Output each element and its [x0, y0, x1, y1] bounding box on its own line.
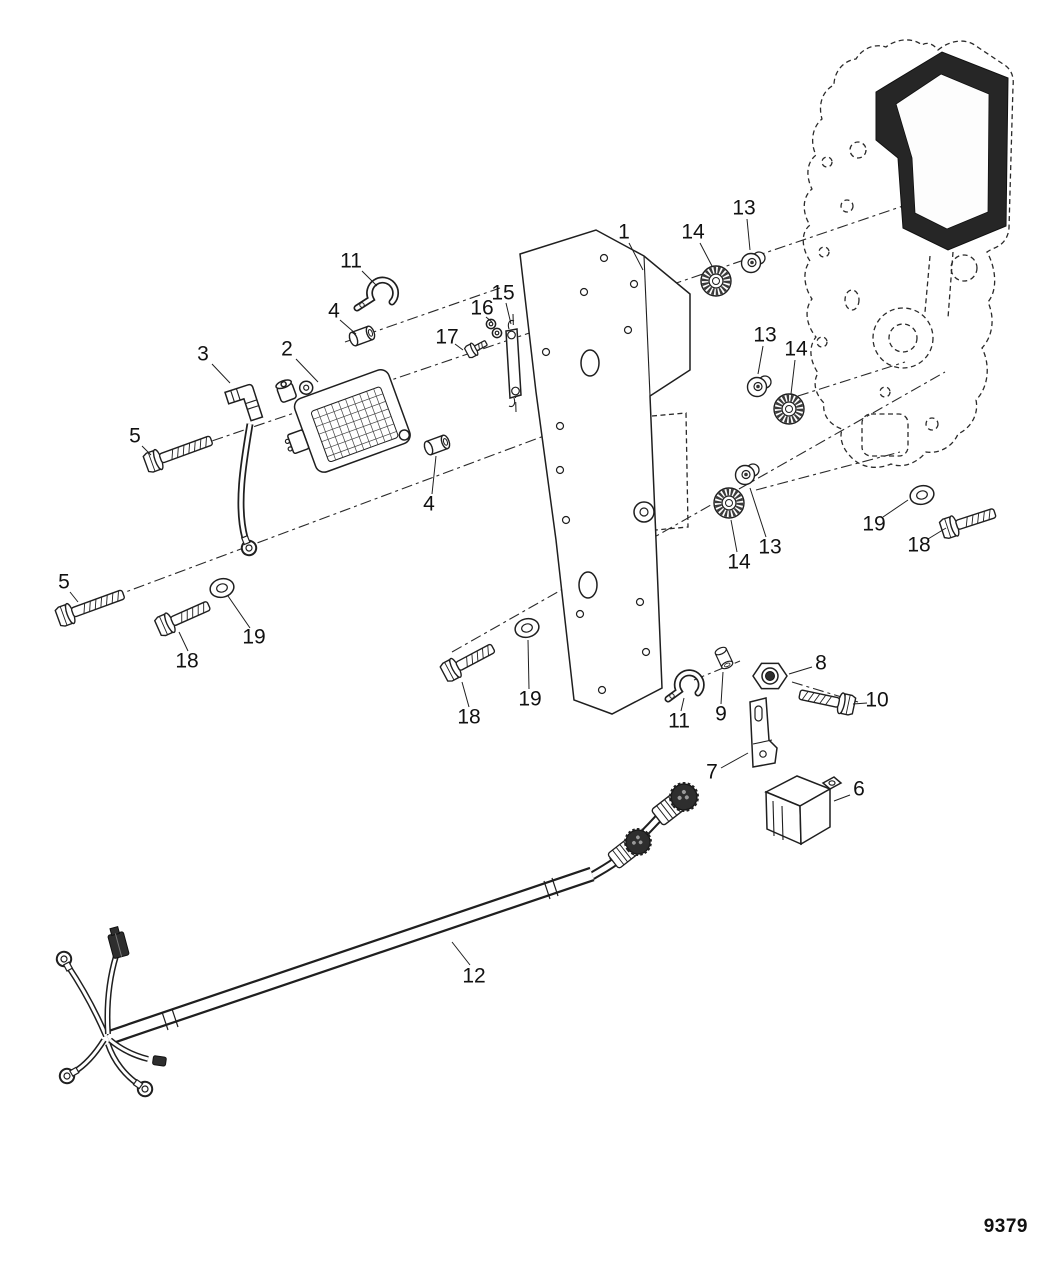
callout-leader-18 [927, 527, 947, 540]
engine-block-outline [802, 39, 1014, 468]
callout-leader-7 [720, 752, 749, 769]
callout-leader-3 [211, 363, 231, 384]
bushing-13-bottom [734, 463, 760, 486]
bushing-13-top [740, 251, 766, 274]
callout-leader-10 [852, 702, 868, 705]
washer-19-left [207, 575, 237, 601]
small-plug-connector [107, 926, 130, 959]
small-washers [485, 318, 503, 339]
bolt-10 [796, 683, 857, 717]
part-callout-7: 7 [706, 761, 718, 784]
callout-leader-19 [527, 639, 530, 690]
part-callout-17: 17 [435, 326, 458, 349]
engine-block-shaded [875, 51, 1009, 251]
part-callout-14: 14 [681, 221, 705, 244]
screw [463, 340, 488, 359]
callout-leader-4 [431, 455, 437, 495]
bolt-5-upper [141, 429, 216, 475]
part-callout-16: 16 [470, 297, 493, 320]
part-callout-18: 18 [457, 706, 480, 729]
grommet-14-mid [774, 394, 804, 424]
washer-19-mid [512, 615, 542, 641]
part-callout-1: 1 [618, 221, 630, 244]
bolt-18-mid [438, 637, 499, 684]
part-callout-4: 4 [423, 493, 435, 516]
bullet-terminal [152, 1055, 167, 1067]
callout-leader-14 [730, 519, 738, 553]
part-callout-11: 11 [340, 250, 362, 273]
part-callout-5: 5 [129, 425, 141, 448]
part-callout-14: 14 [727, 551, 751, 574]
callout-leader-14 [699, 242, 713, 267]
bolt-18-left [153, 595, 214, 639]
callout-leader-8 [788, 666, 813, 675]
callout-layer: 1234455678910111112131313141414151617181… [58, 197, 947, 988]
callout-leader-19 [882, 499, 909, 518]
coil-tower [275, 379, 297, 403]
part-callout-13: 13 [758, 536, 781, 559]
callout-leader-11 [361, 270, 378, 287]
callout-leader-4 [339, 319, 357, 335]
callout-leader-5 [69, 591, 79, 603]
part-callout-18: 18 [175, 650, 198, 673]
callout-leader-16 [485, 316, 493, 323]
part-callout-19: 19 [862, 513, 885, 536]
callout-leader-13 [757, 345, 764, 375]
callout-leader-18 [461, 681, 470, 708]
flange-nut [752, 662, 788, 690]
part-callout-19: 19 [518, 688, 541, 711]
mounting-bracket [519, 229, 691, 715]
part-callout-13: 13 [753, 324, 776, 347]
part-callout-11: 11 [668, 710, 690, 733]
grommet-14-top [701, 266, 731, 296]
cable-clamp-bottom [664, 669, 705, 703]
cable-clamp-top [353, 276, 400, 312]
part-callout-18: 18 [907, 534, 930, 557]
figure-number: 9379 [983, 1216, 1028, 1237]
callout-leader-11 [680, 697, 685, 712]
callout-leader-6 [833, 794, 851, 802]
spark-plug-lead [224, 383, 264, 559]
part-callout-4: 4 [328, 300, 340, 323]
part-callout-14: 14 [784, 338, 808, 361]
part-callout-8: 8 [815, 652, 827, 675]
callout-leader-14 [790, 359, 796, 395]
part-callout-13: 13 [732, 197, 755, 220]
callout-leader-18 [178, 631, 189, 652]
relay [764, 775, 843, 846]
washer-19-right [907, 482, 937, 508]
callout-leader-9 [720, 671, 724, 705]
bolt-18-right [938, 502, 999, 541]
ignition-coil [275, 368, 411, 473]
spacer-mid [422, 433, 452, 457]
callout-leader-1 [628, 242, 644, 271]
callout-leader-13 [749, 487, 767, 538]
callout-leader-5 [141, 445, 152, 456]
callout-leader-19 [227, 595, 251, 629]
grommet-14-bottom [714, 488, 744, 518]
part-callout-6: 6 [853, 778, 865, 801]
callout-leader-2 [295, 358, 319, 383]
part-callout-2: 2 [281, 338, 293, 361]
callout-leader-13 [746, 218, 751, 251]
part-callout-19: 19 [242, 626, 265, 649]
spacer-small [713, 645, 735, 671]
link-strap [505, 319, 522, 408]
part-callout-9: 9 [715, 703, 727, 726]
spacer-top [347, 324, 377, 348]
wiring-harness [53, 776, 705, 1101]
callout-leader-15 [505, 302, 512, 325]
callout-leader-12 [451, 941, 471, 966]
callout-leader-17 [454, 343, 464, 351]
clip-bracket [749, 697, 778, 768]
part-callout-15: 15 [491, 282, 514, 305]
bushing-13-mid [746, 375, 772, 398]
part-callout-12: 12 [462, 965, 485, 988]
part-callout-5: 5 [58, 571, 70, 594]
part-callout-10: 10 [865, 689, 888, 712]
part-callout-3: 3 [197, 343, 209, 366]
coil-fins [313, 388, 397, 461]
spark-plug-boot [224, 383, 264, 422]
